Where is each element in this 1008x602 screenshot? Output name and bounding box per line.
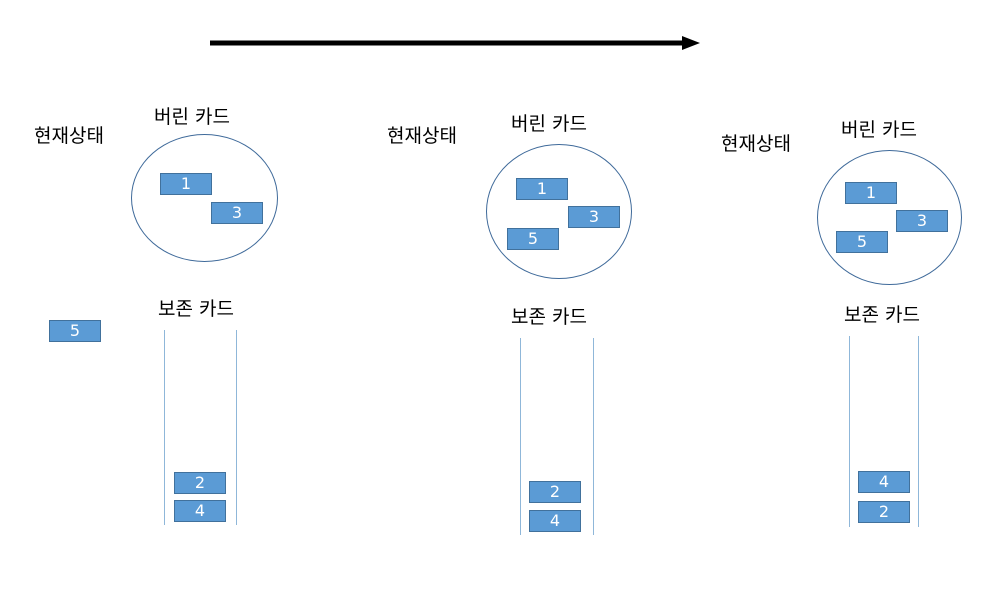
panel2-stack-left-wall <box>520 338 521 535</box>
panel3-discarded-card-5: 5 <box>836 231 888 253</box>
panel2-current-state-label: 현재상태 <box>387 125 457 147</box>
panel3-discarded-card-3: 3 <box>896 210 948 232</box>
panel1-discarded-card-1: 1 <box>160 173 212 195</box>
panel1-discarded-label: 버린 카드 <box>154 106 230 128</box>
panel2-discarded-card-1: 1 <box>516 178 568 200</box>
panel1-stack-left-wall <box>164 330 165 525</box>
panel3-kept-label: 보존 카드 <box>844 304 920 326</box>
panel3-kept-card-4: 4 <box>858 471 910 493</box>
panel2-kept-card-4: 4 <box>529 510 581 532</box>
panel2-stack-right-wall <box>593 338 594 535</box>
panel2-kept-label: 보존 카드 <box>511 306 587 328</box>
progress-arrow-icon <box>210 36 700 50</box>
panel3-current-state-label: 현재상태 <box>721 133 791 155</box>
panel3-discarded-label: 버린 카드 <box>841 119 917 141</box>
panel3-stack-right-wall <box>918 336 919 527</box>
panel1-kept-card-2: 2 <box>174 472 226 494</box>
panel1-stack-right-wall <box>236 330 237 525</box>
panel2-kept-card-2: 2 <box>529 481 581 503</box>
panel2-discarded-label: 버린 카드 <box>511 113 587 135</box>
panel2-discarded-card-5: 5 <box>507 228 559 250</box>
panel2-discarded-card-3: 3 <box>568 206 620 228</box>
panel1-kept-label: 보존 카드 <box>158 298 234 320</box>
panel1-discard-pile <box>131 134 278 262</box>
panel1-kept-card-4: 4 <box>174 500 226 522</box>
panel3-discarded-card-1: 1 <box>845 182 897 204</box>
panel3-kept-card-2: 2 <box>858 501 910 523</box>
panel1-discarded-card-3: 3 <box>211 202 263 224</box>
panel2-discard-pile <box>486 144 632 279</box>
panel1-current-state-label: 현재상태 <box>34 125 104 147</box>
panel3-discard-pile <box>817 150 962 285</box>
panel3-stack-left-wall <box>849 336 850 527</box>
panel1-current-card-5: 5 <box>49 320 101 342</box>
